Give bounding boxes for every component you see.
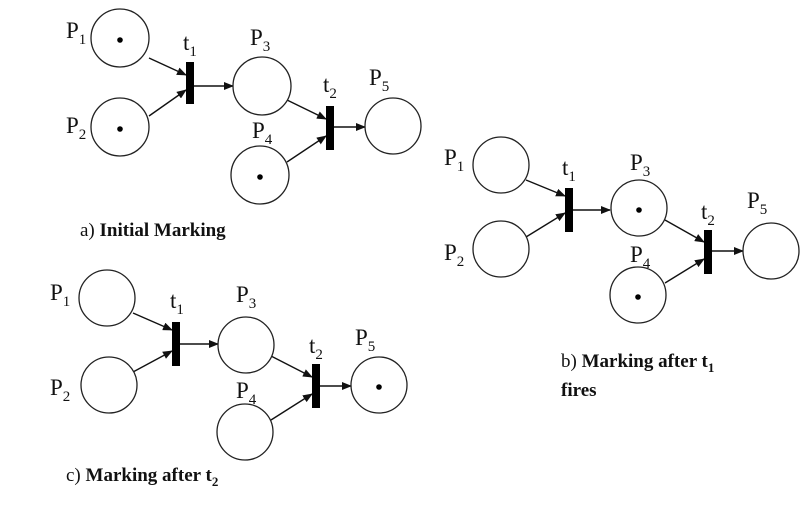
transition-t1-a xyxy=(186,62,194,104)
place-label-p2-c: P2 xyxy=(50,375,70,405)
arc-a-4 xyxy=(286,99,327,120)
place-label-p4-b: P4 xyxy=(630,242,651,272)
transition-label-t1-a: t1 xyxy=(183,30,197,60)
arc-c-4 xyxy=(270,355,313,378)
place-label-p3-a: P3 xyxy=(250,25,270,55)
transition-t2-c xyxy=(312,364,320,408)
place-p3-a xyxy=(232,56,292,116)
transition-label-t1-c: t1 xyxy=(170,288,184,318)
arc-c-2 xyxy=(132,350,173,373)
transition-t1-b xyxy=(565,188,573,232)
arc-c-5 xyxy=(270,393,313,421)
place-p4-c xyxy=(216,403,274,461)
place-label-p4-a: P4 xyxy=(252,118,273,148)
caption-b: b) Marking after t1 xyxy=(561,351,714,375)
place-label-p3-c: P3 xyxy=(236,282,256,312)
transition-t2-a xyxy=(326,106,334,150)
token-p2-a xyxy=(117,126,123,132)
arc-b-1 xyxy=(525,179,566,197)
place-label-p5-b: P5 xyxy=(747,188,767,218)
place-label-p5-c: P5 xyxy=(355,325,375,355)
place-p1-c xyxy=(78,269,136,327)
arc-a-5 xyxy=(286,135,327,163)
place-label-p2-b: P2 xyxy=(444,240,464,270)
place-p5-a xyxy=(364,97,422,155)
place-p1-b xyxy=(472,136,530,194)
place-p2-c xyxy=(80,356,138,414)
place-p5-b xyxy=(742,222,800,280)
token-p1-a xyxy=(117,37,123,43)
transition-label-t2-c: t2 xyxy=(309,333,323,363)
arc-a-1 xyxy=(148,57,187,76)
place-p2-b xyxy=(472,220,530,278)
place-label-p4-c: P4 xyxy=(236,378,257,408)
place-label-p1-b: P1 xyxy=(444,145,464,175)
arc-b-4 xyxy=(664,219,705,243)
token-p5-c xyxy=(376,384,382,390)
token-p4-a xyxy=(257,174,263,180)
token-p4-b xyxy=(635,294,641,300)
caption-c: c) Marking after t2 xyxy=(66,465,218,489)
place-label-p1-a: P1 xyxy=(66,18,86,48)
arc-b-2 xyxy=(525,212,566,238)
place-p3-c xyxy=(217,316,275,374)
caption-a: a) Initial Marking xyxy=(80,220,226,241)
arc-b-5 xyxy=(664,258,705,284)
caption-b-line2: fires xyxy=(561,380,597,401)
place-label-p3-b: P3 xyxy=(630,150,650,180)
place-label-p5-a: P5 xyxy=(369,65,389,95)
arc-c-1 xyxy=(132,312,173,331)
transition-label-t2-a: t2 xyxy=(323,72,337,102)
token-p3-b xyxy=(636,207,642,213)
transition-t1-c xyxy=(172,322,180,366)
place-label-p1-c: P1 xyxy=(50,280,70,310)
arc-a-2 xyxy=(148,89,187,117)
transition-label-t1-b: t1 xyxy=(562,155,576,185)
transition-t2-b xyxy=(704,230,712,274)
transition-label-t2-b: t2 xyxy=(701,199,715,229)
place-label-p2-a: P2 xyxy=(66,113,86,143)
